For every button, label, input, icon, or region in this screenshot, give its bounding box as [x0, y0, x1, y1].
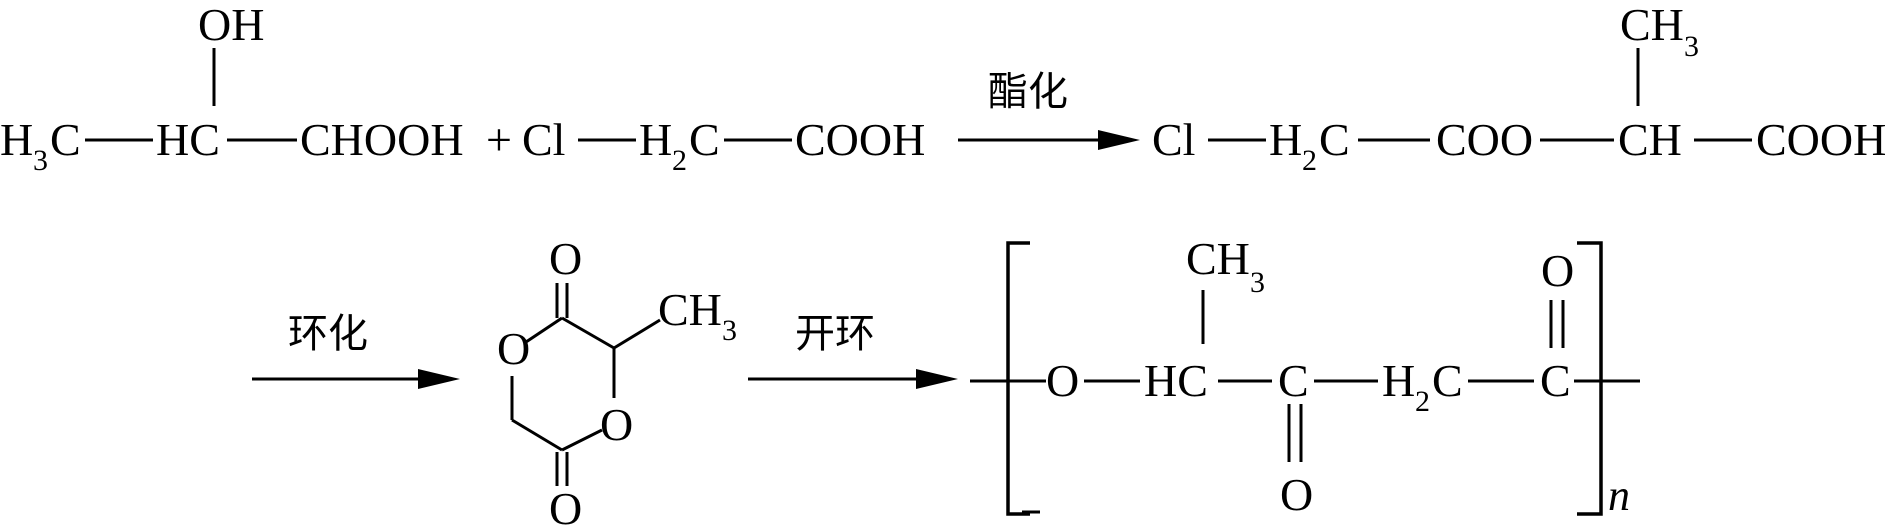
methylene-subscript: 2: [1302, 144, 1317, 177]
methylene-c-label: C: [689, 114, 720, 165]
degree-of-polymerization: n: [1608, 471, 1630, 520]
polymer-carbonyl-c1-label: C: [1278, 355, 1309, 406]
methylene-c-label: C: [1319, 114, 1350, 165]
polymer-methylene-subscript: 2: [1415, 385, 1430, 418]
ring-carbonyl-o-bottom: O: [549, 483, 582, 528]
reactant-lactic-acid: OH H 3 C HC CHOOH: [0, 0, 464, 177]
arrowhead: [916, 369, 958, 389]
bond-o-left-c: [525, 316, 563, 344]
arrowhead: [418, 369, 460, 389]
bond-ch-methyl: [613, 318, 661, 350]
carboxyl-label: COOH: [1756, 114, 1886, 165]
methyl-subscript: 3: [33, 144, 48, 177]
ring-carbonyl-o-top: O: [549, 233, 582, 284]
bond-o-right-c: [561, 428, 603, 452]
methylene-subscript: 2: [672, 144, 687, 177]
reactant-chloroacetic-acid: Cl H 2 C COOH: [522, 114, 925, 177]
hc-label: HC: [156, 114, 220, 165]
arrow-ring-opening: 开环: [748, 311, 958, 389]
polymer-methyl-ch-label: CH: [1186, 233, 1250, 284]
methylene-h-label: H: [639, 114, 672, 165]
right-bracket: [1577, 241, 1603, 516]
methyl-subscript: 3: [1684, 30, 1699, 63]
ch-label: CH: [1618, 114, 1682, 165]
left-bracket: [1006, 241, 1030, 516]
carboxyl-label: COOH: [795, 114, 925, 165]
ester-label: COO: [1436, 114, 1533, 165]
ring-oxygen-left: O: [497, 323, 530, 374]
methyl-h-label: H: [0, 114, 33, 165]
polymer-hc-label: HC: [1144, 355, 1208, 406]
ether-oxygen-label: O: [1046, 355, 1079, 406]
methyl-ch-label: CH: [1620, 0, 1684, 50]
methyl-c-label: C: [50, 114, 81, 165]
arrow-esterification: 酯化: [958, 69, 1140, 150]
arrowhead: [1098, 130, 1140, 150]
arrow-cyclization: 环化: [252, 311, 460, 389]
polymer-carbonyl-o2-label: O: [1541, 245, 1574, 296]
polymer-carbonyl-o1-label: O: [1280, 469, 1313, 520]
ring-opening-label: 开环: [795, 311, 875, 357]
bond-ring-c-ch: [561, 316, 615, 350]
ring-methyl-subscript: 3: [722, 314, 737, 347]
chlorine-label: Cl: [522, 114, 565, 165]
polymer-methyl-subscript: 3: [1250, 266, 1265, 299]
cyclization-label: 环化: [288, 311, 368, 357]
plus-sign: +: [486, 114, 512, 165]
polymer-carbonyl-c2-label: C: [1540, 355, 1571, 406]
ring-methyl-ch-label: CH: [658, 284, 722, 335]
polymer-repeat-unit: O HC CH 3 C O H 2 C C O n: [970, 233, 1640, 520]
polymer-methylene-h-label: H: [1382, 355, 1415, 406]
ring-oxygen-right: O: [600, 399, 633, 450]
methylene-h-label: H: [1269, 114, 1302, 165]
cyclic-dione: O CH 3 O O O: [497, 233, 737, 528]
bond-c-ch2: [511, 418, 563, 452]
product-chloroacetyl-lactic-acid: CH 3 Cl H 2 C COO CH COOH: [1152, 0, 1886, 177]
chooh-label: CHOOH: [300, 114, 464, 165]
hydroxyl-label: OH: [198, 0, 264, 50]
polymer-methylene-c-label: C: [1432, 355, 1463, 406]
chlorine-label: Cl: [1152, 114, 1195, 165]
esterification-label: 酯化: [988, 69, 1068, 115]
